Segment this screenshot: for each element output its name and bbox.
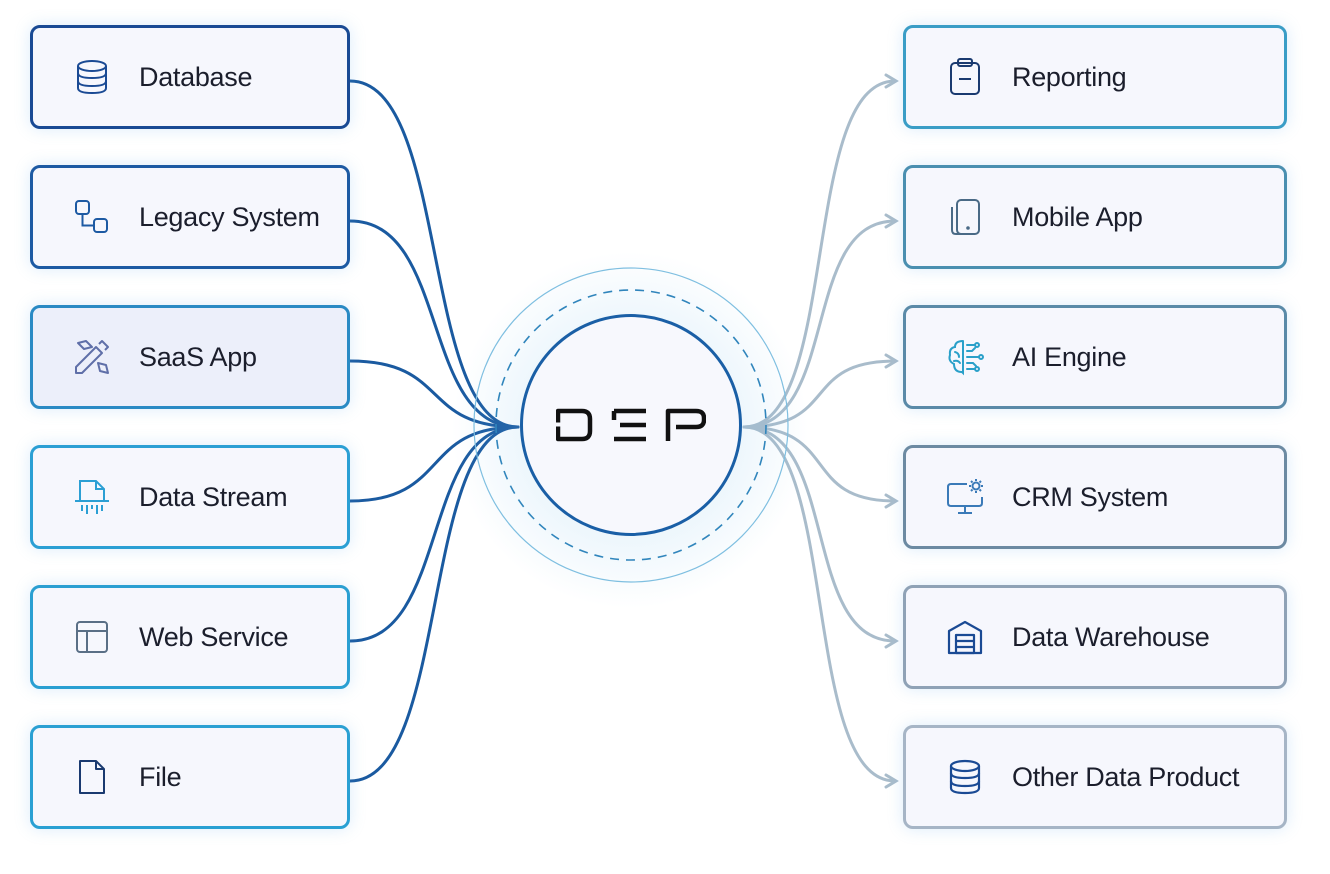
source-database[interactable]: Database xyxy=(30,25,350,129)
destination-label: Reporting xyxy=(1012,61,1127,92)
destination-connector xyxy=(742,425,897,503)
data-stream-icon xyxy=(71,476,113,518)
destination-connector xyxy=(742,219,897,429)
arrow-head xyxy=(884,213,899,229)
source-file[interactable]: File xyxy=(30,725,350,829)
crm-system-icon xyxy=(944,476,986,518)
other-data-product-icon xyxy=(944,756,986,798)
destination-connector xyxy=(742,79,897,429)
destination-label: CRM System xyxy=(1012,481,1169,512)
arrow-head xyxy=(884,493,899,509)
source-data-stream[interactable]: Data Stream xyxy=(30,445,350,549)
destination-connector xyxy=(742,425,897,643)
destination-reporting[interactable]: Reporting xyxy=(903,25,1287,129)
source-label: Database xyxy=(139,61,253,92)
destination-label: AI Engine xyxy=(1012,341,1127,372)
source-label: SaaS App xyxy=(139,341,257,372)
arrow-head xyxy=(884,633,899,649)
destination-other-data-product[interactable]: Other Data Product xyxy=(903,725,1287,829)
destination-ai-engine[interactable]: AI Engine xyxy=(903,305,1287,409)
source-label: Legacy System xyxy=(139,201,320,232)
destination-label: Other Data Product xyxy=(1012,761,1240,792)
ai-engine-icon xyxy=(944,336,986,378)
destination-label: Data Warehouse xyxy=(1012,621,1210,652)
arrow-head xyxy=(884,353,899,369)
source-connector xyxy=(348,425,520,643)
source-connector xyxy=(348,359,520,429)
source-label: File xyxy=(139,761,182,792)
saas-app-icon xyxy=(71,336,113,378)
file-icon xyxy=(71,756,113,798)
destination-mobile-app[interactable]: Mobile App xyxy=(903,165,1287,269)
arrow-head xyxy=(884,773,899,789)
arrow-head xyxy=(884,73,899,89)
hub-dashed-ring xyxy=(495,289,767,561)
legacy-system-icon xyxy=(71,196,113,238)
data-warehouse-icon xyxy=(944,616,986,658)
destination-connector xyxy=(742,359,897,429)
source-label: Data Stream xyxy=(139,481,288,512)
dep-logo xyxy=(556,408,706,442)
destination-crm-system[interactable]: CRM System xyxy=(903,445,1287,549)
mobile-app-icon xyxy=(944,196,986,238)
database-icon xyxy=(71,56,113,98)
source-connector xyxy=(348,425,520,503)
source-label: Web Service xyxy=(139,621,289,652)
destination-connector xyxy=(742,425,897,783)
web-service-icon xyxy=(71,616,113,658)
hub-outer-ring xyxy=(473,267,789,583)
source-connector xyxy=(348,219,520,429)
source-connector xyxy=(348,425,520,783)
destination-label: Mobile App xyxy=(1012,201,1143,232)
destination-data-warehouse[interactable]: Data Warehouse xyxy=(903,585,1287,689)
source-saas-app[interactable]: SaaS App xyxy=(30,305,350,409)
source-connector xyxy=(348,79,520,429)
reporting-icon xyxy=(944,56,986,98)
dep-hub[interactable] xyxy=(520,314,742,536)
source-legacy-system[interactable]: Legacy System xyxy=(30,165,350,269)
source-web-service[interactable]: Web Service xyxy=(30,585,350,689)
